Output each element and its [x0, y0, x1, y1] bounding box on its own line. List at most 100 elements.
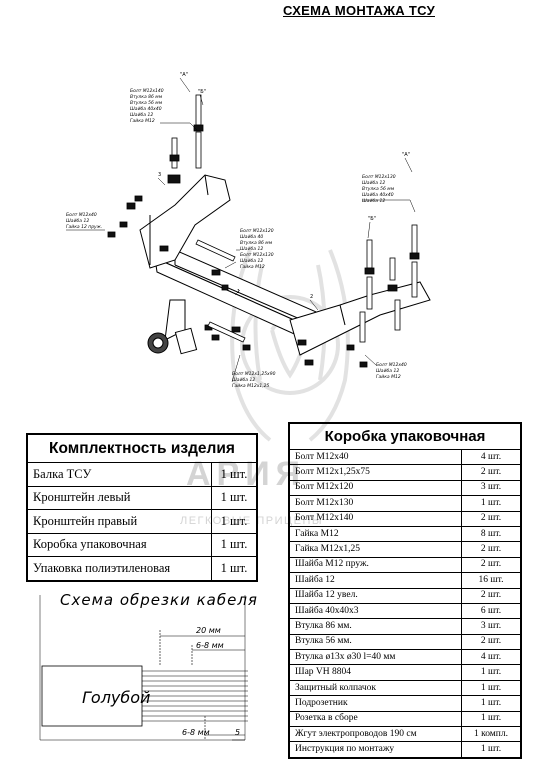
item-qty: 1 шт.	[461, 710, 522, 728]
table-row: Шайба M12 пруж.2 шт.	[288, 556, 522, 574]
callout-text: Втулка 86 мм	[130, 94, 163, 100]
callout-text: Втулка 56 мм	[130, 100, 163, 106]
item-name: Розетка в сборе	[288, 710, 462, 728]
callout-text: Шайба 12	[66, 218, 89, 224]
callout-text: Гайка M12x1,25	[232, 383, 270, 389]
callout-text: Болт M12x120	[240, 228, 274, 234]
callout-text: Гайка M12	[130, 118, 155, 124]
item-name: Коробка упаковочная	[26, 532, 212, 557]
callout-text: Шайба 12	[130, 112, 153, 118]
item-name: Гайка M12	[288, 525, 462, 543]
callout-text: Шайба 12	[240, 246, 263, 252]
box-table-title: Коробка упаковочная	[288, 422, 522, 450]
callout-text: Втулка 56 мм	[362, 186, 395, 192]
callout-block-2: Болт M12x120 Шайба 40 Втулка 86 мм Шайба…	[240, 228, 274, 252]
item-qty: 2 шт.	[461, 510, 522, 527]
callout-text: Шайба 40x40	[362, 192, 394, 198]
cable-color-label: Голубой	[82, 688, 151, 707]
callout-block-5: Болт M12x1,25x90 Шайба 12 Гайка M12x1,25	[232, 371, 276, 389]
socket-plate	[174, 327, 198, 355]
callout-text: Шайба 12	[376, 368, 399, 374]
item-name: Болт M12x1,25x75	[288, 464, 462, 481]
callout-text: Болт M12x130	[362, 174, 396, 180]
hardware-stack-a	[167, 94, 204, 184]
view-tags: "А" "Б" "А" "Б" 3 1 2	[158, 72, 410, 300]
callout-block-3: Болт M12x40 Шайба 12 Гайка 12 пруж.	[66, 212, 102, 230]
dimension-top: 6-8 мм	[196, 641, 224, 650]
item-qty: 1 шт.	[211, 462, 258, 487]
item-name: Жгут электропроводов 190 см	[288, 726, 462, 743]
item-qty: 3 шт.	[461, 479, 522, 497]
item-qty: 2 шт.	[461, 541, 522, 558]
item-qty: 2 шт.	[461, 464, 522, 481]
dimension-total: 20 мм	[196, 626, 221, 635]
callout-block-6: Болт M12x40 Шайба 12 Гайка M12	[376, 362, 407, 380]
callout-text: Болт M12x1,25x90	[232, 371, 276, 377]
table-row: Шайба 12 увел.2 шт.	[288, 587, 522, 604]
callout-text: Гайка M12	[240, 264, 265, 270]
callout-text: Гайка 12 пруж.	[66, 224, 102, 230]
dimension-small: 5	[235, 728, 241, 737]
leader-lines	[66, 77, 416, 383]
callout-text: Болт M12x130	[240, 252, 274, 258]
item-qty: 1 шт.	[211, 485, 258, 510]
item-name: Кронштейн левый	[26, 485, 212, 510]
item-name: Инструкция по монтажу	[288, 741, 462, 759]
part-number: 3	[158, 172, 161, 178]
view-tag-b: "Б"	[198, 89, 206, 95]
item-name: Втулка 86 мм.	[288, 618, 462, 635]
item-name: Болт M12x120	[288, 479, 462, 497]
item-qty: 2 шт.	[461, 556, 522, 574]
callout-block-4: Болт M12x130 Шайба 12 Гайка M12 Болт M12…	[240, 174, 396, 270]
item-qty: 2 шт.	[461, 633, 522, 651]
callout-text: Гайка M12	[376, 374, 401, 380]
item-qty: 2 шт.	[461, 587, 522, 604]
item-qty: 1 шт.	[211, 532, 258, 557]
item-name: Шайба 12	[288, 572, 462, 589]
item-qty: 1 шт.	[461, 695, 522, 712]
item-qty: 1 шт.	[461, 495, 522, 512]
item-name: Шайба 40x40x3	[288, 602, 462, 620]
bolts-diagonal	[195, 239, 246, 343]
cable-scheme	[39, 595, 248, 741]
table-row: Втулка 86 мм.3 шт.	[288, 618, 522, 635]
item-qty: 1 шт.	[211, 556, 258, 581]
item-qty: 1 шт.	[461, 679, 522, 697]
cable-scheme-title: Схема обрезки кабеля	[60, 591, 258, 609]
item-qty: 4 шт.	[461, 649, 522, 666]
item-name: Шайба M12 пруж.	[288, 556, 462, 574]
item-qty: 4 шт.	[461, 448, 522, 466]
callout-text: Шайба 12	[362, 198, 385, 204]
item-name: Защитный колпачок	[288, 679, 462, 697]
item-qty: 8 шт.	[461, 525, 522, 543]
left-bracket	[139, 174, 231, 269]
callout-text: Болт M12x40	[376, 362, 407, 368]
item-name: Втулка ø13x ø30 l=40 мм	[288, 649, 462, 666]
callout-text: Шайба 40x40	[130, 106, 162, 112]
item-name: Втулка 56 мм.	[288, 633, 462, 651]
callout-text: Шайба 40	[240, 234, 263, 240]
callout-text: Болт M12x40	[66, 212, 97, 218]
item-qty: 1 шт.	[461, 741, 522, 759]
item-qty: 16 шт.	[461, 572, 522, 589]
view-tag-b: "Б"	[368, 216, 376, 222]
view-tag-a: "А"	[180, 72, 188, 78]
